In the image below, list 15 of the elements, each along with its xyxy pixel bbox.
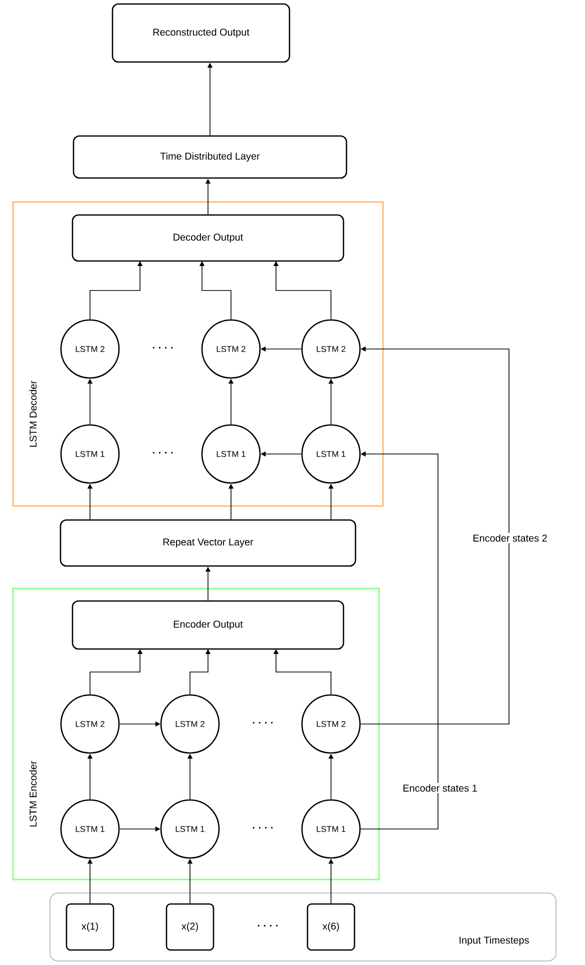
layer-box: Decoder Output [72, 214, 344, 262]
ellipsis-dots: · · · · [252, 826, 273, 828]
layer-box: Encoder Output [72, 600, 344, 650]
input-box: x(1) [66, 903, 114, 951]
layer-box: Repeat Vector Layer [60, 519, 356, 567]
ellipsis-dots: · · · · [152, 346, 173, 348]
ellipsis-dots: · · · · [258, 924, 278, 926]
layer-box: Reconstructed Output [112, 3, 290, 63]
input-box: x(2) [166, 903, 214, 951]
edge-label: Encoder states 2 [471, 532, 549, 544]
ellipsis-dots: · · · · [152, 452, 173, 454]
input-box: x(6) [306, 903, 356, 951]
ellipsis-dots: · · · · [252, 722, 273, 724]
edge-label: Encoder states 1 [401, 782, 479, 794]
layer-box: Time Distributed Layer [72, 135, 348, 179]
